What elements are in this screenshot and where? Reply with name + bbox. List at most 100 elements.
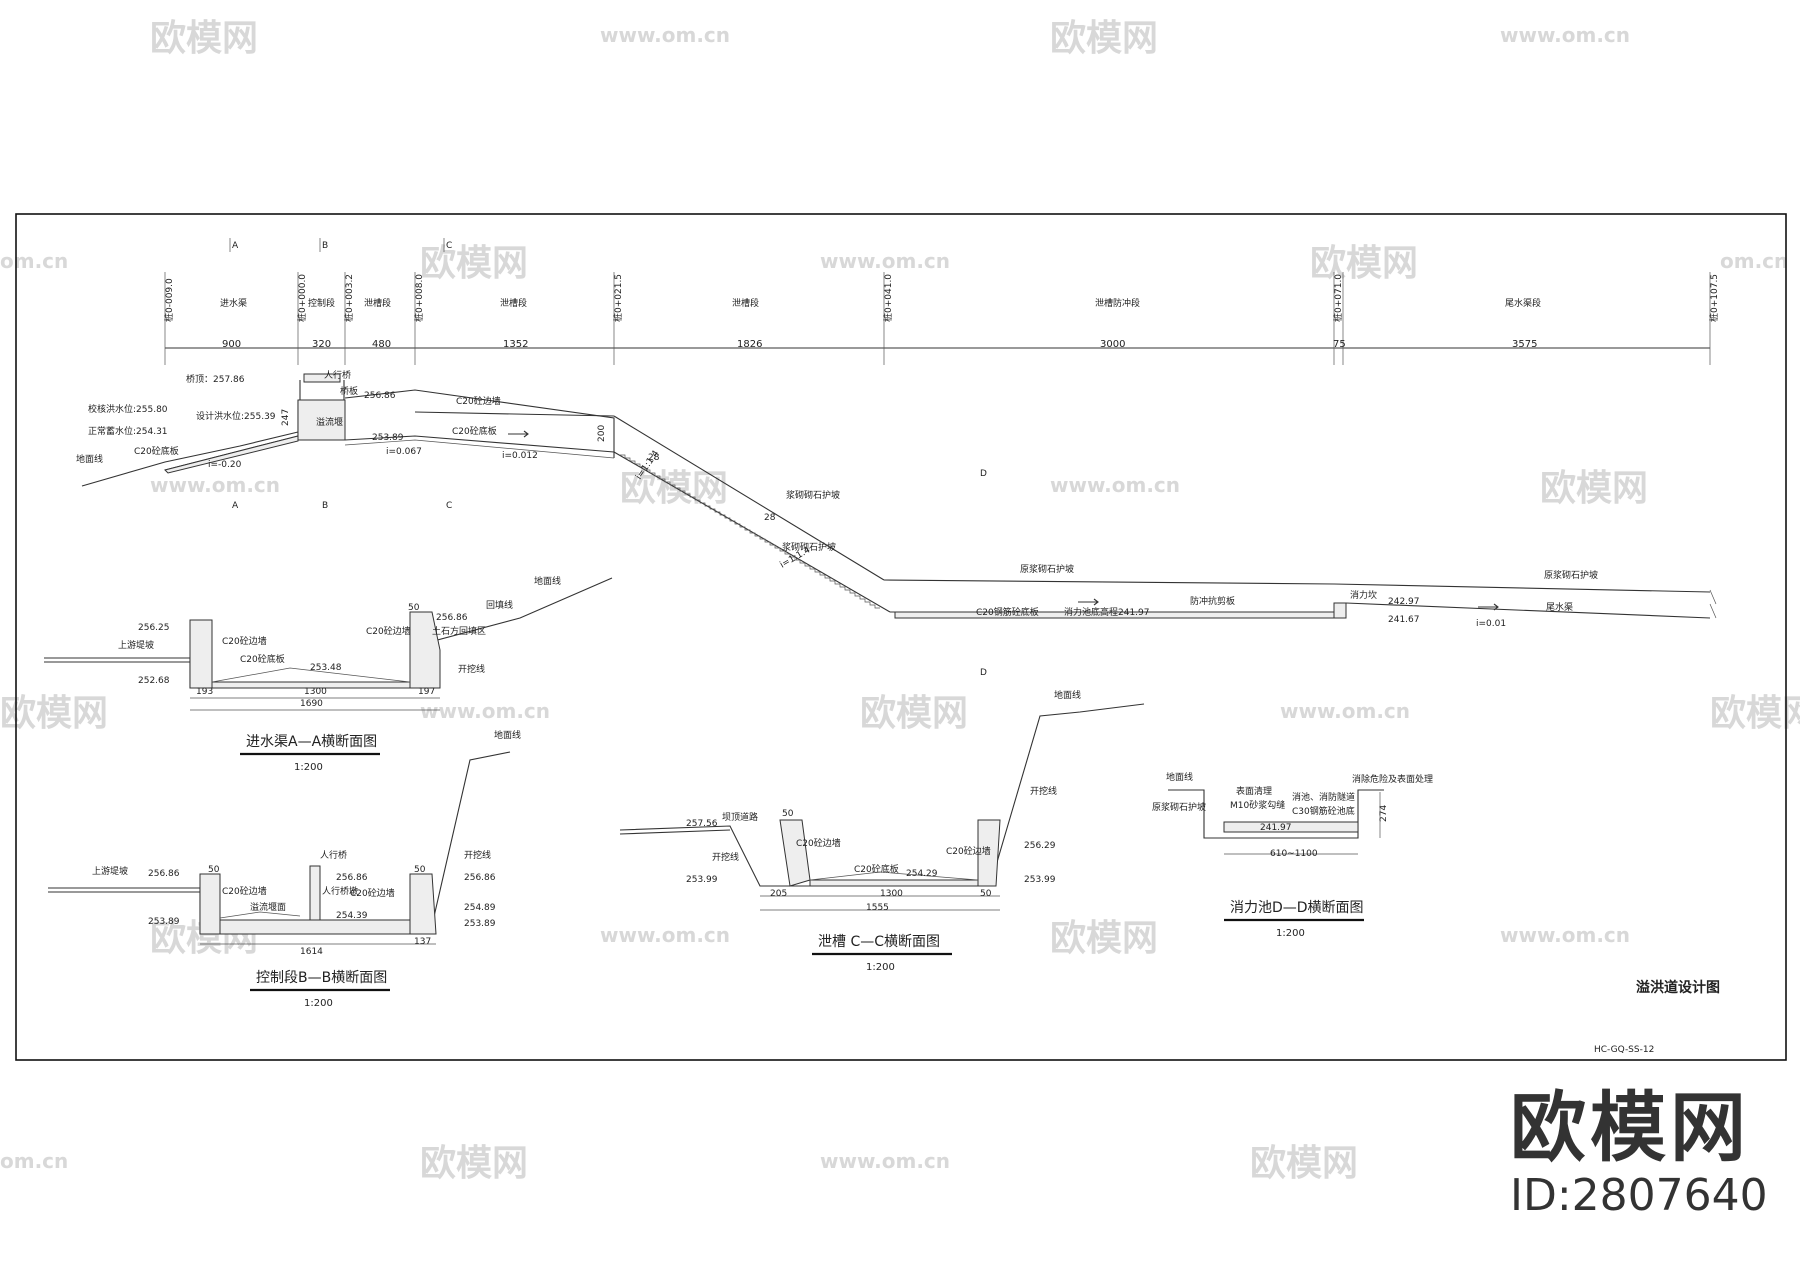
c-elev-r1: 256.29 (1024, 841, 1056, 851)
label-h200: 200 (597, 425, 607, 442)
watermark-logo: 欧模网 (0, 693, 108, 734)
watermark-url: www.om.cn (1050, 473, 1180, 497)
a-elev-bottom: 252.68 (138, 676, 170, 686)
b-pier: 人行桥墩 (322, 885, 358, 897)
label-c20-bottom-left: C20砼底板 (134, 445, 179, 457)
label-weir: 溢流堰 (316, 416, 343, 428)
b-excav: 开挖线 (464, 849, 491, 861)
dim-label: 75 (1333, 339, 1346, 350)
watermark-url: www.om.cn (820, 249, 950, 273)
title-block: 溢洪道设计图 HC-GQ-SS-12 (1594, 979, 1720, 1055)
label-elev-24167: 241.67 (1388, 615, 1420, 625)
section-d-d: 地面线 表面清理 M10砂浆勾缝 原浆砌石护坡 消池、消防隧道 C30钢筋砼池底… (1152, 771, 1433, 939)
d-mortar: M10砂浆勾缝 (1230, 799, 1285, 811)
label-basin-floor: C20钢筋砼底板 (976, 606, 1039, 618)
c-wall-r: C20砼边墙 (946, 845, 991, 857)
b-elev-pier: 256.86 (336, 873, 368, 883)
section-a-scale: 1:200 (294, 762, 323, 773)
a-elev-top: 256.25 (138, 623, 170, 633)
watermark-logo: 欧模网 (420, 243, 528, 284)
drawing-code: HC-GQ-SS-12 (1594, 1045, 1654, 1055)
label-h247: 247 (281, 409, 291, 426)
drawing-frame (15, 213, 1787, 1061)
section-mark-d: D (980, 469, 987, 479)
brand-name: 欧模网 (1510, 1083, 1750, 1172)
watermark-logo: 欧模网 (860, 693, 968, 734)
segment-label: 泄槽防冲段 (1095, 297, 1140, 309)
b-elev-weir: 254.39 (336, 911, 368, 921)
section-b-scale: 1:200 (304, 998, 333, 1009)
dim-label: 480 (372, 339, 391, 350)
b-ground: 地面线 (494, 729, 521, 741)
b-dim-1614: 1614 (300, 947, 323, 957)
segment-label: 泄槽段 (732, 297, 759, 309)
longitudinal-profile (81, 373, 1717, 619)
dim-label: 900 (222, 339, 241, 350)
label-bridge: 人行桥 (324, 369, 351, 381)
label-masonry-3: 原浆砌石护坡 (1020, 563, 1074, 575)
c-dim-50: 50 (980, 889, 992, 899)
section-mark-b: B (322, 501, 328, 511)
label-step-b: 28 (764, 513, 776, 523)
section-marks: A B C A B C D D (229, 238, 987, 678)
label-c20-wall: C20砼边墙 (456, 395, 501, 407)
b-elev-base: 253.89 (148, 917, 180, 927)
c-dim-1555: 1555 (866, 903, 889, 913)
b-elev-r3: 253.89 (464, 919, 496, 929)
b-weir: 溢流堰面 (250, 901, 286, 913)
watermark-url: www.om.cn (420, 699, 550, 723)
c-elev-l2: 253.99 (686, 875, 718, 885)
label-design-flood: 设计洪水位:255.39 (196, 410, 276, 422)
label-c20-bottom: C20砼底板 (452, 425, 497, 437)
watermark-url: www.om.cn (150, 473, 280, 497)
watermark-url: om.cn (0, 249, 68, 273)
a-wall: C20砼边墙 (222, 635, 267, 647)
dim-label: 320 (312, 339, 331, 350)
label-slope-1: i=0.067 (386, 447, 422, 457)
a-dim-197: 197 (418, 687, 435, 697)
station-label: 桩0+000.0 (296, 274, 308, 322)
section-mark-a: A (232, 501, 239, 511)
d-concrete: C30钢筋砼池底 (1292, 805, 1355, 817)
b-elev-r2: 254.89 (464, 903, 496, 913)
section-d-scale: 1:200 (1276, 928, 1305, 939)
c-elev-r2: 253.99 (1024, 875, 1056, 885)
watermark-logo: 欧模网 (1310, 243, 1418, 284)
d-masonry: 原浆砌石护坡 (1152, 801, 1206, 813)
watermark-logo: 欧模网 (150, 18, 258, 59)
b-w50b: 50 (414, 865, 426, 875)
watermark-url: om.cn (1720, 249, 1788, 273)
b-bridge: 人行桥 (320, 849, 347, 861)
watermark-url: www.om.cn (1280, 699, 1410, 723)
a-wall-r: C20砼边墙 (366, 625, 411, 637)
station-label: 桩0+003.2 (343, 274, 355, 322)
label-bridge-slab: 桥板 (340, 385, 358, 397)
b-elev-l: 256.86 (148, 869, 180, 879)
b-wall: C20砼边墙 (222, 885, 267, 897)
c-excav-l: 开挖线 (712, 851, 739, 863)
watermark-logo: 欧模网 (1710, 693, 1800, 734)
c-wall: C20砼边墙 (796, 837, 841, 849)
watermark-url: www.om.cn (1500, 923, 1630, 947)
watermark-logo: 欧模网 (1050, 918, 1158, 959)
watermark-url: om.cn (0, 1149, 68, 1173)
label-elev-25686: 256.86 (364, 391, 396, 401)
drawing-title: 溢洪道设计图 (1636, 979, 1720, 996)
profile-labels: 桥顶：257.86 校核洪水位:255.80 设计洪水位:255.39 正常蓄水… (76, 369, 1598, 629)
dim-label: 1352 (503, 339, 528, 350)
label-slope-tail: i=0.01 (1476, 619, 1506, 629)
segment-label: 进水渠 (220, 297, 247, 309)
section-c-title: 泄槽 C—C横断面图 (818, 934, 940, 950)
a-elev-mid: 253.48 (310, 663, 342, 673)
d-width: 610~1100 (1270, 849, 1318, 859)
d-elev: 241.97 (1260, 823, 1292, 833)
c-elev-mid: 254.29 (906, 869, 938, 879)
section-a-title: 进水渠A—A横断面图 (246, 734, 377, 750)
c-road: 坝顶道路 (722, 811, 758, 823)
section-a-a: 256.25 上游堤坡 252.68 C20砼边墙 C20砼底板 253.48 … (44, 575, 613, 773)
label-elev-24297: 242.97 (1388, 597, 1420, 607)
watermark-logo: 欧模网 (1050, 18, 1158, 59)
section-b-b: 256.86 上游堤坡 253.89 C20砼边墙 溢流堰面 人行桥 人行桥墩 … (48, 729, 521, 1009)
label-basin-elev: 消力池底高程241.97 (1064, 606, 1150, 618)
